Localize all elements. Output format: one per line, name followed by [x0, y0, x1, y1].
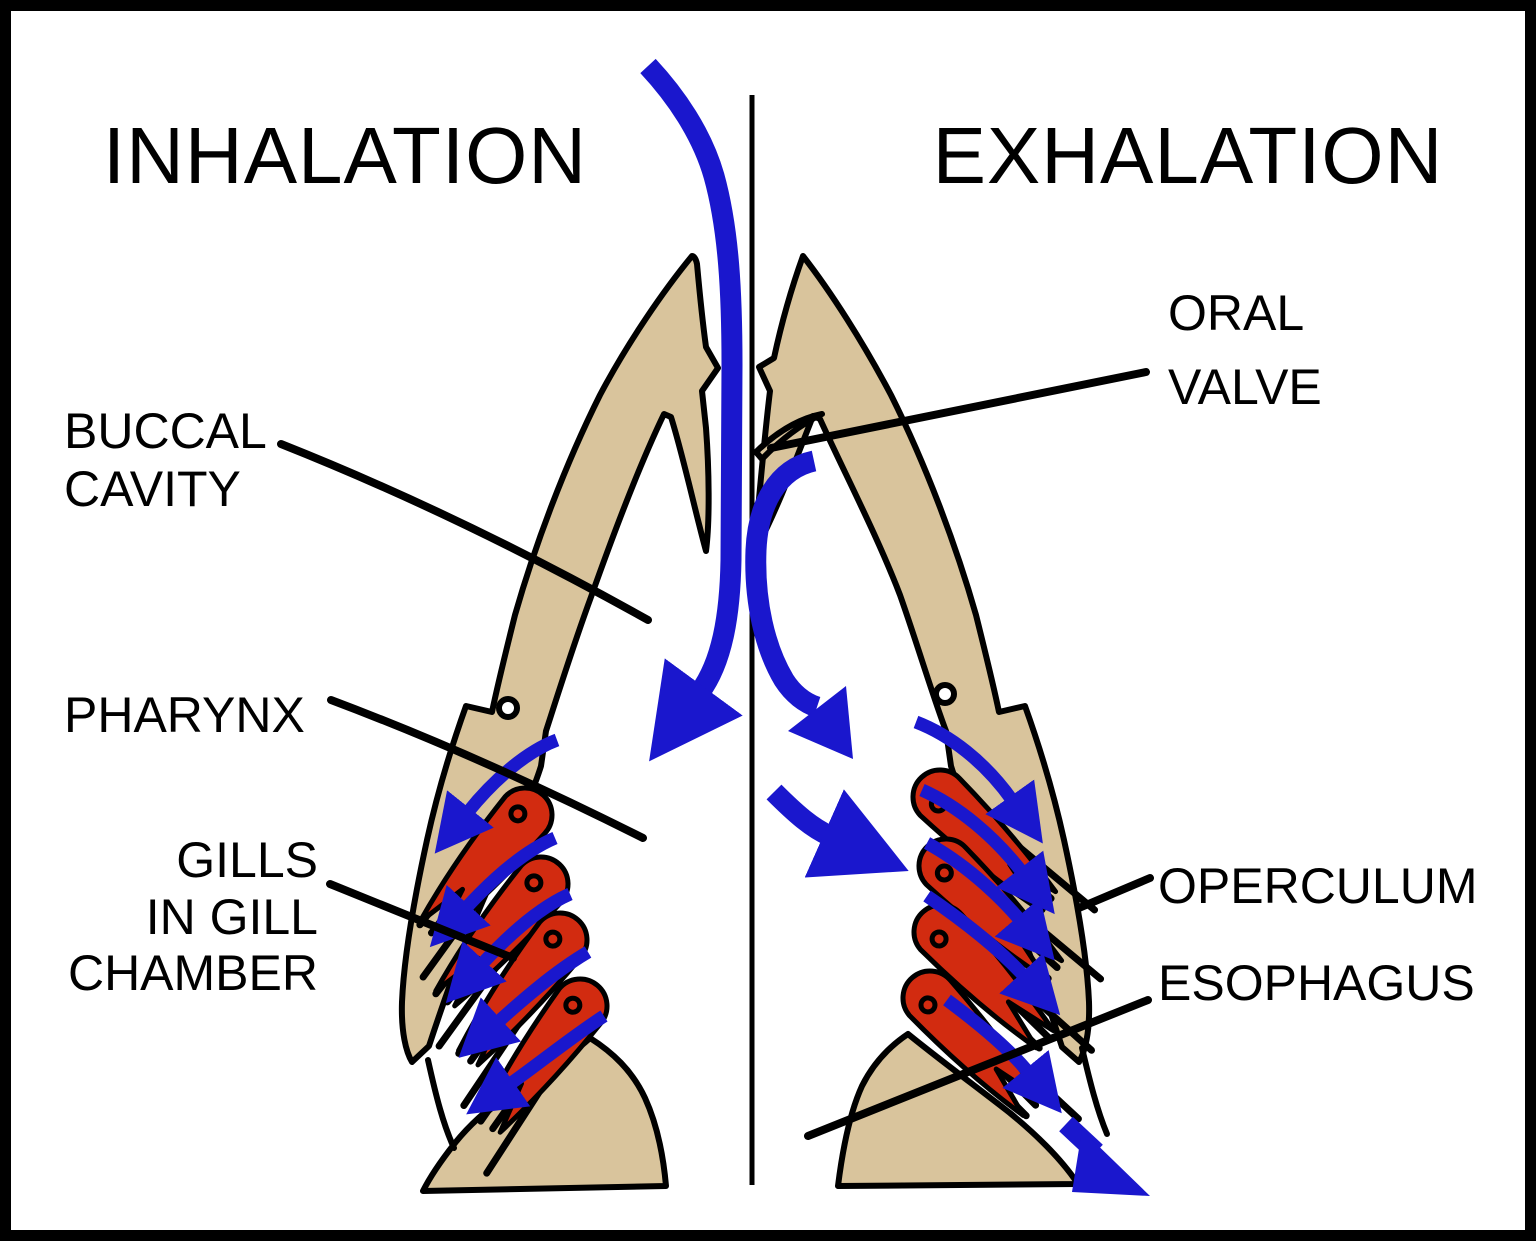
exhalation-fish-illustration [745, 253, 1150, 1196]
leader-line-esophagus [804, 996, 1152, 1140]
inhalation-fish-illustration [377, 58, 743, 1194]
label-gills-line2: IN GILL [146, 889, 318, 945]
label-buccal-cavity-line1: BUCCAL [64, 403, 267, 459]
water-flow-arrow [429, 832, 558, 948]
water-flow-arrow [923, 890, 1061, 1016]
right-panel-title: EXHALATION [933, 111, 1444, 200]
leader-line-oral-valve [767, 368, 1150, 452]
water-flow-arrow [923, 837, 1055, 961]
leader-line-pharynx [327, 696, 647, 842]
water-flow-arrow [445, 888, 573, 1004]
water-flow-arrow [434, 733, 560, 854]
exhalation-push-arrow [766, 784, 909, 878]
gill-opening-edge [1079, 1045, 1110, 1137]
annotation-labels: BUCCAL CAVITY PHARYNX GILLS IN GILL CHAM… [64, 285, 1477, 1140]
jaw-joint-hole [933, 682, 957, 706]
leader-line-operculum [1075, 874, 1154, 912]
exhalation-exit-arrowhead [1072, 1130, 1150, 1196]
gill-opening-edge [425, 1057, 457, 1151]
oral-valve-recirculation-arrowhead [788, 686, 853, 759]
label-gills-line3: CHAMBER [68, 945, 318, 1001]
inhalation-current-arrow [640, 58, 743, 762]
label-pharynx: PHARYNX [64, 687, 305, 743]
label-oral-valve-line1: ORAL [1168, 285, 1304, 341]
water-flow-arrow [919, 784, 1055, 915]
jaw-joint-hole [496, 696, 520, 720]
water-flow-arrow [458, 946, 592, 1058]
label-esophagus: ESOPHAGUS [1158, 955, 1475, 1011]
water-flow-arrow [466, 1010, 608, 1115]
left-panel-title: INHALATION [103, 111, 587, 200]
label-gills-line1: GILLS [176, 832, 318, 888]
label-buccal-cavity-line2: CAVITY [64, 461, 241, 517]
water-flow-arrow [913, 715, 1043, 844]
leader-line-gills [326, 880, 517, 962]
label-oral-valve-line2: VALVE [1168, 359, 1322, 415]
oral-valve-recirculation-arrow [745, 450, 821, 717]
water-flow-arrow [943, 994, 1062, 1114]
label-operculum: OPERCULUM [1158, 858, 1477, 914]
leader-line-buccal-cavity [277, 440, 652, 624]
